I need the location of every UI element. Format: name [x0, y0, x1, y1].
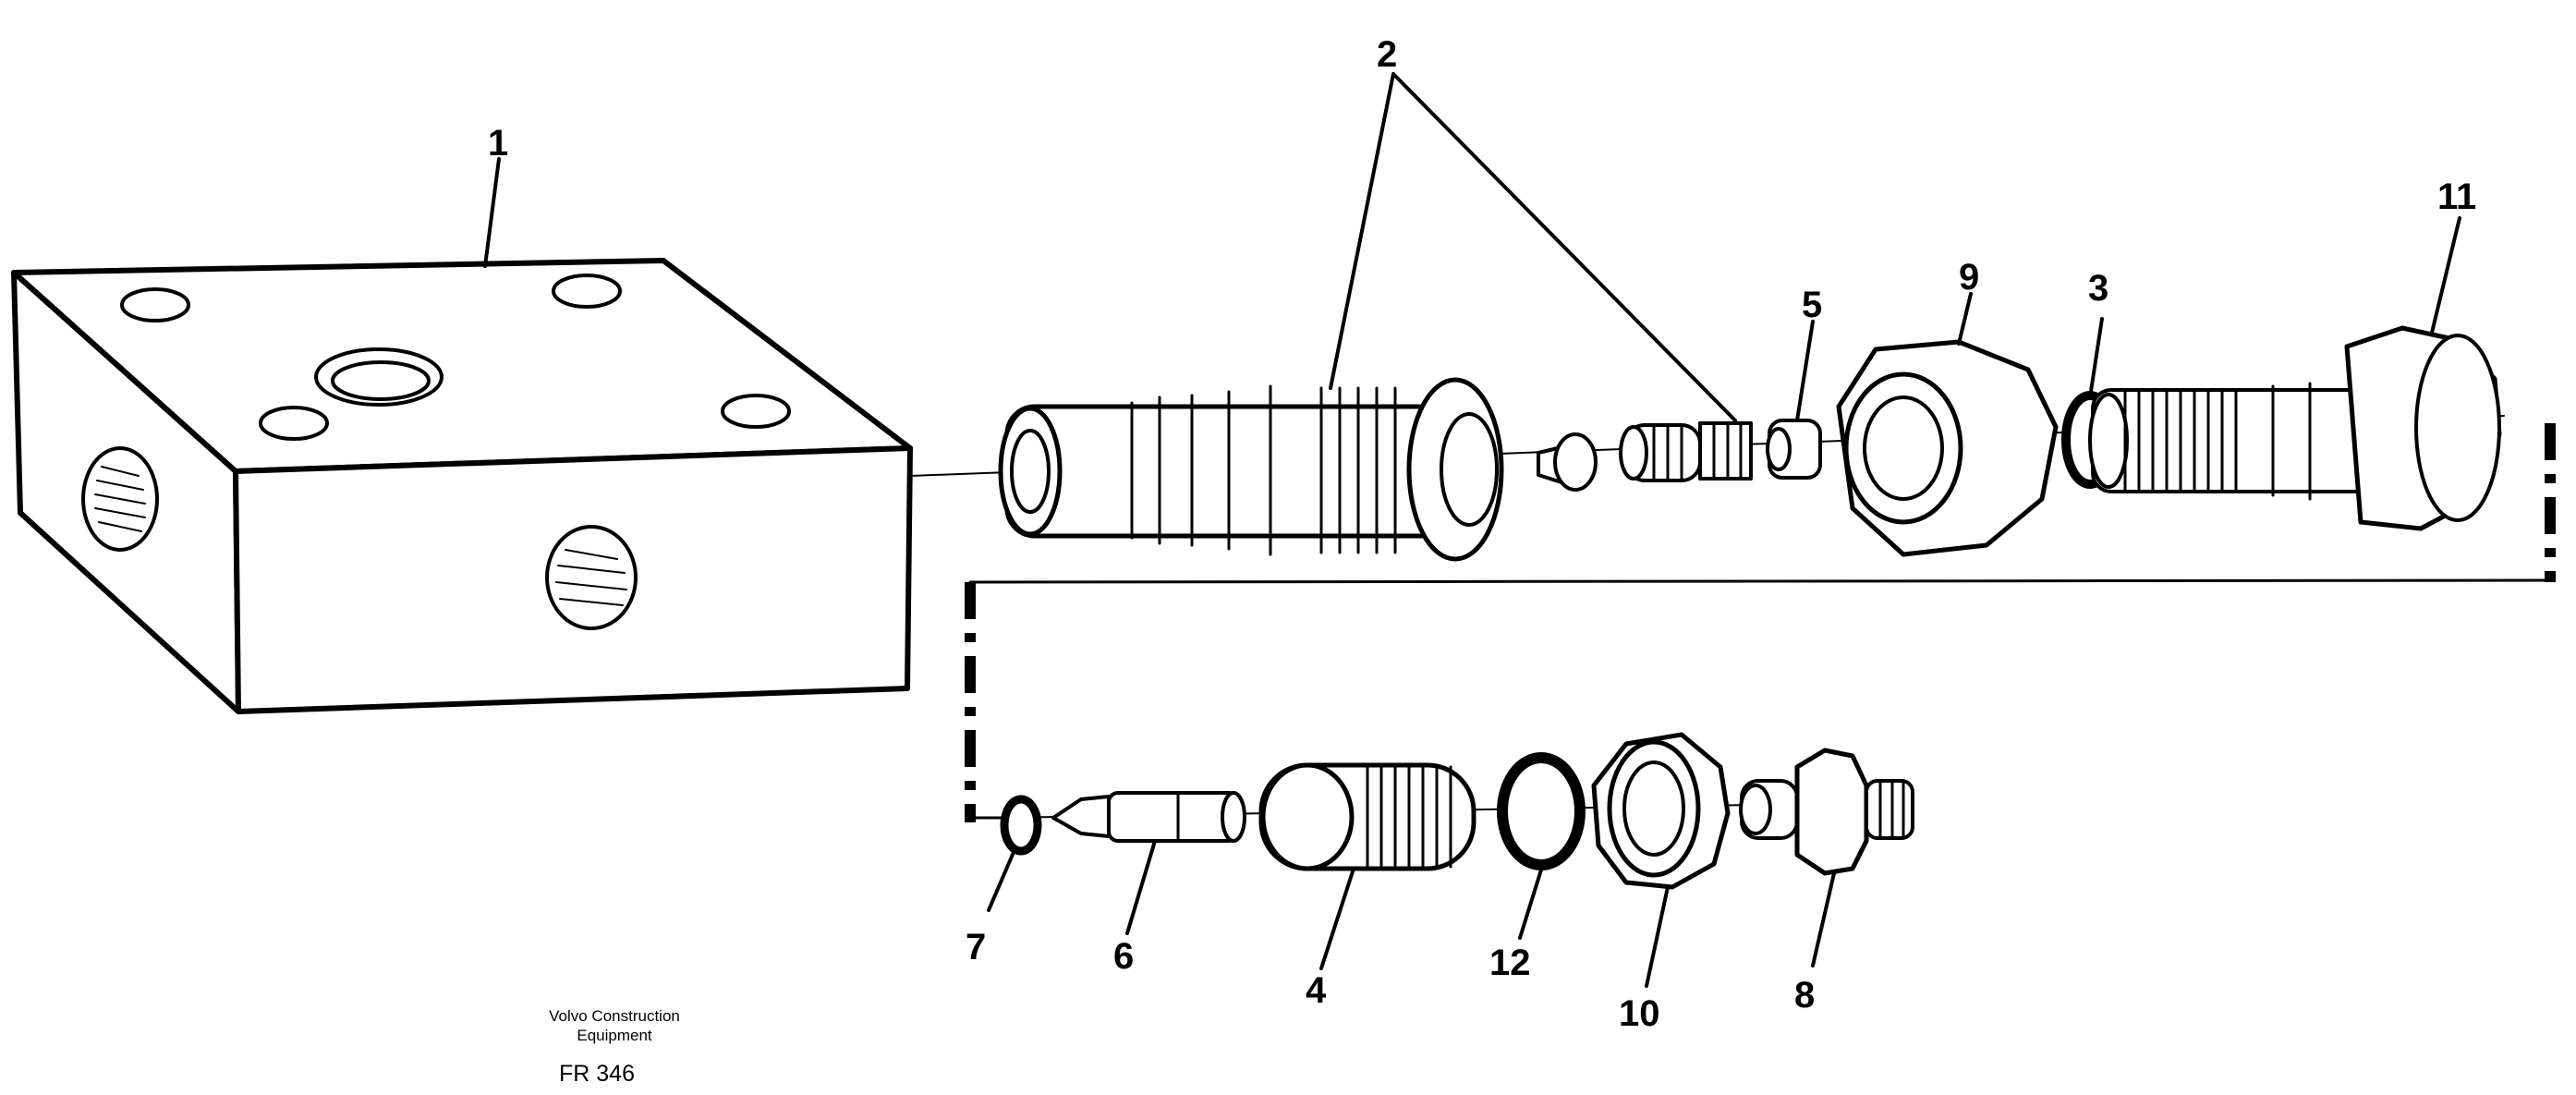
part-2-valve-poppet	[1537, 421, 1753, 492]
part-6-pin	[1051, 791, 1246, 843]
footer-credit: Volvo Construction Equipment FR 346	[549, 1007, 680, 1087]
callout-1: 1	[488, 123, 508, 164]
callout-5: 5	[1802, 285, 1822, 325]
part-5-seat	[1766, 419, 1822, 480]
leader-lines	[483, 72, 2461, 988]
part-10-nut	[1591, 732, 1731, 890]
part-2-coupling-body	[998, 377, 1504, 562]
part-11-adapter	[2088, 325, 2502, 531]
footer-company-line1: Volvo Construction	[549, 1007, 680, 1025]
connector-dash-line	[965, 423, 2556, 822]
part-9-hex-nut	[1836, 339, 2059, 557]
callout-7: 7	[966, 927, 986, 967]
part-8-nipple	[1739, 748, 1914, 876]
callout-12: 12	[1489, 943, 1531, 983]
footer-company-line2: Equipment	[577, 1027, 652, 1044]
callout-3: 3	[2088, 268, 2108, 309]
part-7-small-o-ring	[1000, 795, 1042, 856]
callout-labels: 1 2 5 9 3 11 7 6 4 12 10 8	[488, 34, 2476, 1034]
callout-11: 11	[2437, 176, 2476, 217]
part-12-o-ring	[1497, 752, 1586, 870]
callout-9: 9	[1959, 257, 1979, 298]
callout-10: 10	[1619, 993, 1660, 1034]
part-4-threaded-sleeve	[1258, 762, 1476, 871]
callout-4: 4	[1306, 970, 1327, 1011]
callout-8: 8	[1794, 975, 1815, 1016]
part-1-valve-block	[11, 258, 913, 714]
footer-figure-code: FR 346	[559, 1061, 635, 1087]
callout-2: 2	[1377, 34, 1397, 75]
callout-6: 6	[1113, 936, 1134, 977]
